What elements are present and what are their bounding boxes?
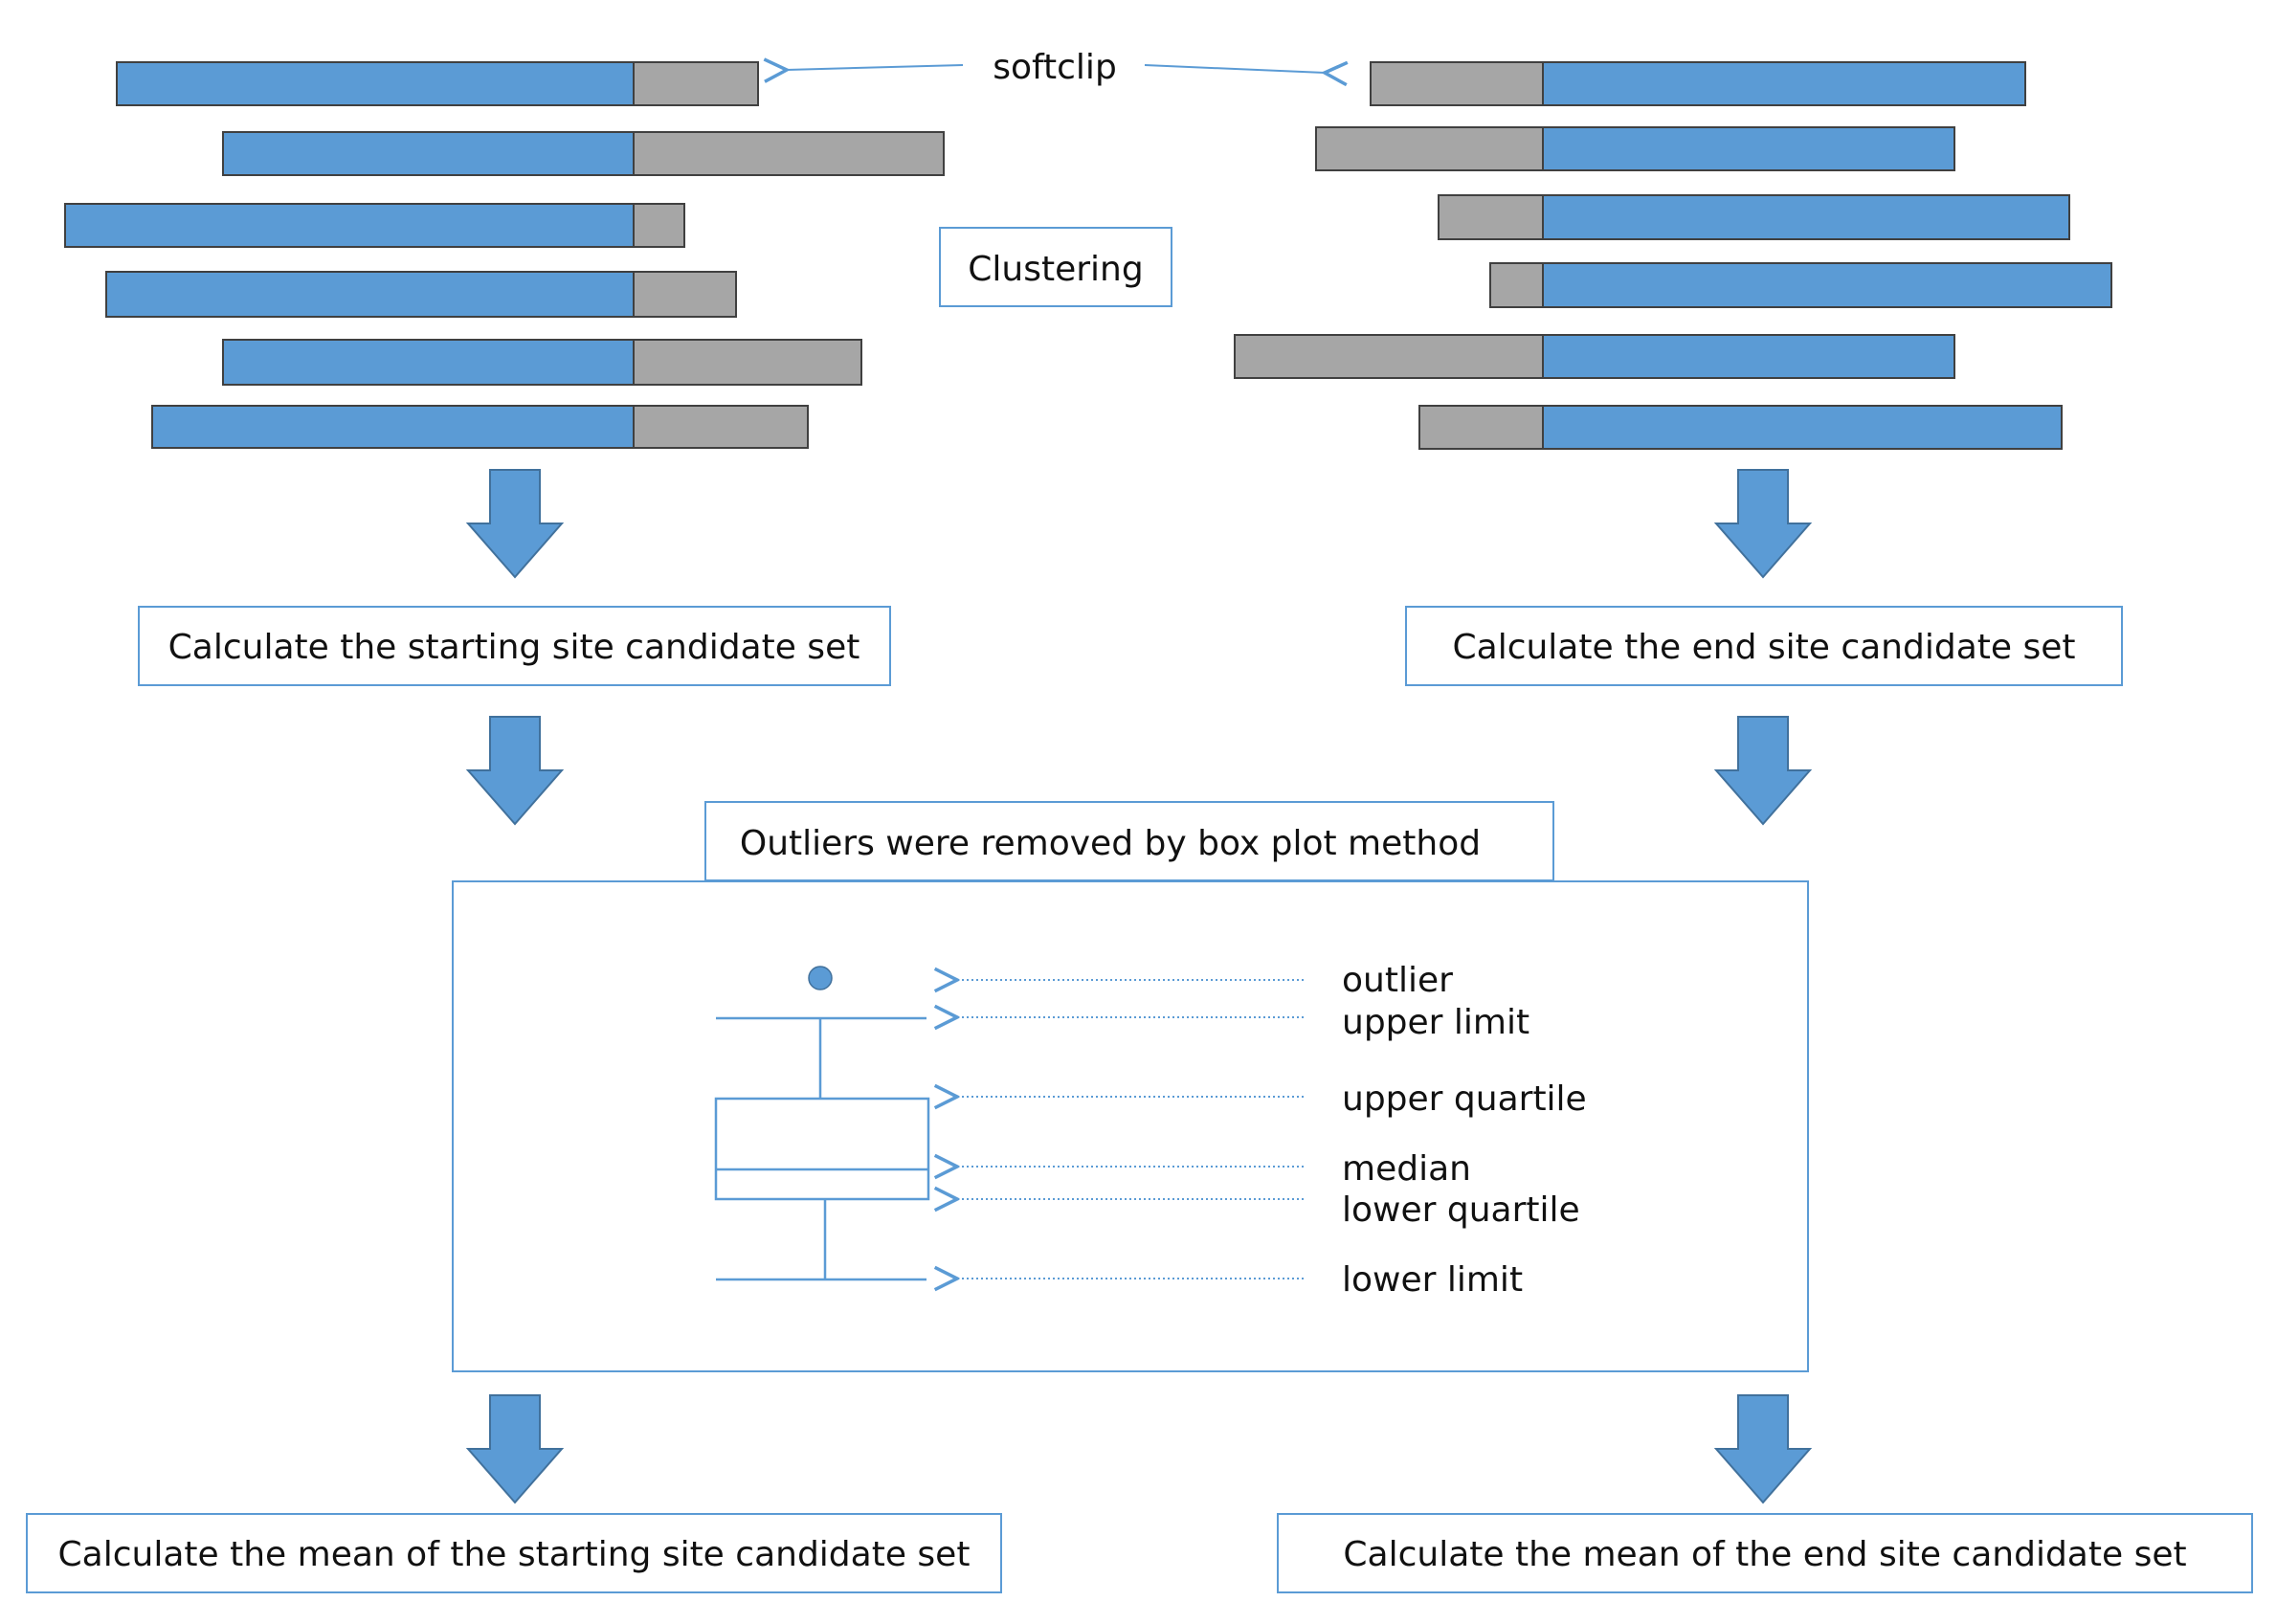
upper-limit-label: upper limit <box>1342 1003 1529 1042</box>
end-mean-label: Calculate the mean of the end site candi… <box>1343 1535 2186 1574</box>
right-read <box>1418 405 2063 450</box>
end-candidate-label: Calculate the end site candidate set <box>1453 628 2076 667</box>
boxplot-panel <box>452 880 1809 1372</box>
outlier-point <box>808 966 833 990</box>
lower-limit-label: lower limit <box>1342 1260 1523 1300</box>
right-read <box>1489 262 2112 308</box>
down-arrow-left-3 <box>465 1394 565 1504</box>
start-mean-label: Calculate the mean of the starting site … <box>58 1535 971 1574</box>
right-read <box>1234 334 1955 379</box>
left-read <box>116 61 759 106</box>
softclip-label: softclip <box>993 48 1117 87</box>
left-read <box>105 271 737 318</box>
clustering-box <box>939 227 1172 307</box>
left-read <box>222 339 862 386</box>
boxplot <box>714 966 930 1281</box>
down-arrow-right-1 <box>1713 469 1813 579</box>
right-read-group <box>1234 61 2112 450</box>
left-read <box>64 203 685 248</box>
start-candidate-box <box>138 606 891 686</box>
outlier-removal-label: Outliers were removed by box plot method <box>740 824 1481 863</box>
end-candidate-box <box>1405 606 2123 686</box>
median-label: median <box>1342 1149 1471 1189</box>
right-read <box>1315 126 1955 171</box>
down-arrow-right-3 <box>1713 1394 1813 1504</box>
lower-quartile-label: lower quartile <box>1342 1190 1580 1230</box>
outlier-label: outlier <box>1342 961 1453 1000</box>
outlier-removal-box <box>704 801 1554 881</box>
clustering-label: Clustering <box>968 250 1143 289</box>
left-read <box>151 405 809 449</box>
down-arrow-left-2 <box>465 716 565 826</box>
left-read <box>222 131 945 176</box>
end-mean-box <box>1277 1513 2253 1593</box>
down-arrow-right-2 <box>1713 716 1813 826</box>
softclip-right-pointer <box>1144 65 1325 73</box>
softclip-left-pointer <box>787 65 964 70</box>
box-body <box>714 1097 930 1201</box>
start-candidate-label: Calculate the starting site candidate se… <box>168 628 860 667</box>
left-read-group <box>64 61 945 449</box>
right-read <box>1370 61 2026 106</box>
right-read <box>1438 194 2070 240</box>
start-mean-box <box>26 1513 1002 1593</box>
upper-quartile-label: upper quartile <box>1342 1079 1587 1119</box>
down-arrow-left-1 <box>465 469 565 579</box>
